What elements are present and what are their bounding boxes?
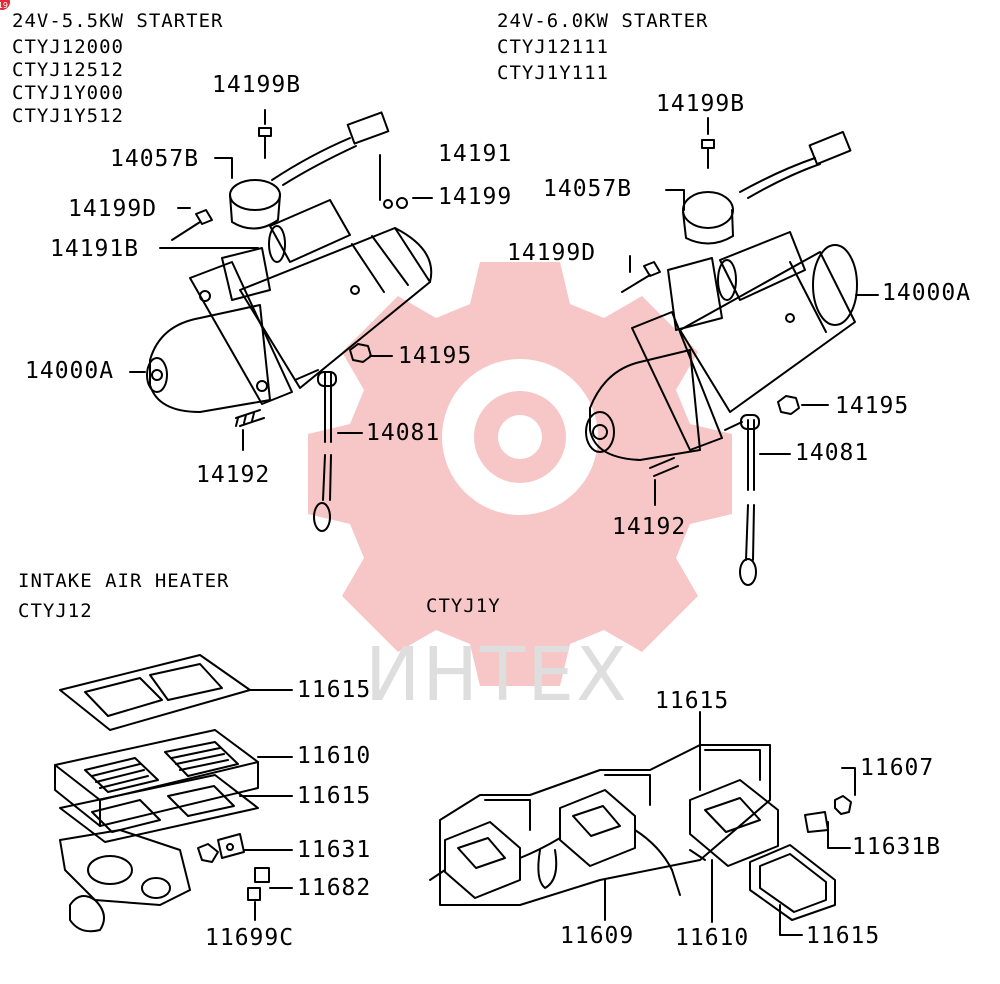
part-label-14057b: 14057B (110, 146, 200, 172)
part-label-14199b: 14199B (656, 91, 746, 117)
left-starter-drawing (129, 109, 433, 532)
part-label-14192: 14192 (196, 462, 271, 488)
part-label-14191: 14191 (438, 141, 513, 167)
part-label-11631b: 11631B (852, 834, 942, 860)
part-label-11615: 11615 (297, 677, 372, 703)
header-starter-55-code: CTYJ12512 (12, 59, 124, 81)
header-starter-60-code: CTYJ1Y111 (497, 62, 609, 84)
part-label-11631: 11631 (297, 837, 372, 863)
header-starter-55-code: CTYJ1Y000 (12, 82, 124, 104)
header-starter-55-title: 24V-5.5KW STARTER (12, 10, 224, 32)
watermark-text: ИНТЕХ (365, 632, 629, 718)
header-heater-1y-code: CTYJ1Y (426, 595, 501, 617)
corner-badge: 19 (0, 0, 10, 10)
part-label-11699c: 11699C (205, 925, 295, 951)
part-label-14199: 14199 (438, 184, 513, 210)
watermark-gear-icon (308, 262, 732, 686)
part-label-11610: 11610 (675, 925, 750, 951)
part-label-14057b: 14057B (543, 176, 633, 202)
header-starter-55-code: CTYJ12000 (12, 36, 124, 58)
part-label-14199b: 14199B (212, 72, 302, 98)
part-label-14081: 14081 (795, 440, 870, 466)
part-label-11610: 11610 (297, 743, 372, 769)
part-label-14192: 14192 (612, 514, 687, 540)
part-label-14000a: 14000A (25, 358, 115, 384)
part-label-14000a: 14000A (882, 280, 972, 306)
part-label-11615: 11615 (297, 783, 372, 809)
part-label-11615: 11615 (655, 688, 730, 714)
part-label-11609: 11609 (560, 923, 635, 949)
right-heater-drawing (429, 711, 856, 936)
left-heater-drawing (54, 654, 293, 933)
header-starter-55-code: CTYJ1Y512 (12, 105, 124, 127)
part-label-14199d: 14199D (68, 196, 158, 222)
part-label-11682: 11682 (297, 875, 372, 901)
header-heater-title: INTAKE AIR HEATER (18, 570, 230, 592)
part-label-14191b: 14191B (50, 236, 140, 262)
part-label-11615: 11615 (806, 923, 881, 949)
header-heater-code: CTYJ12 (18, 600, 93, 622)
part-label-14199d: 14199D (507, 240, 597, 266)
right-starter-drawing (585, 117, 879, 586)
header-starter-60-code: CTYJ12111 (497, 36, 609, 58)
part-label-14081: 14081 (366, 420, 441, 446)
part-label-14195: 14195 (835, 393, 910, 419)
part-label-14195: 14195 (398, 343, 473, 369)
header-starter-60-title: 24V-6.0KW STARTER (497, 10, 709, 32)
part-label-11607: 11607 (860, 755, 935, 781)
